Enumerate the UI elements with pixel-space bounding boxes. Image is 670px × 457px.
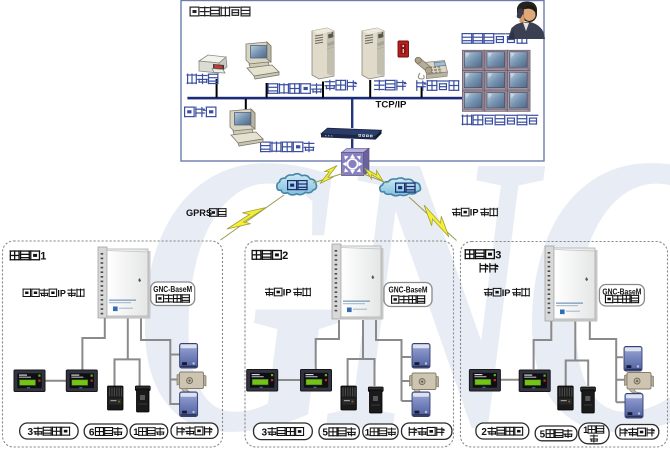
svg-text:2: 2 xyxy=(282,250,288,262)
svg-text:IP: IP xyxy=(502,288,511,298)
svg-text:5: 5 xyxy=(540,429,546,440)
svg-text:GNC-BaseM: GNC-BaseM xyxy=(389,285,428,295)
svg-text:1: 1 xyxy=(40,251,46,263)
svg-text:5: 5 xyxy=(322,428,328,439)
svg-text:2: 2 xyxy=(481,427,487,438)
svg-text:1: 1 xyxy=(365,427,371,438)
svg-text:IP: IP xyxy=(57,288,66,298)
svg-text:6: 6 xyxy=(89,427,95,438)
svg-text:TCP/IP: TCP/IP xyxy=(376,99,408,110)
svg-text:3: 3 xyxy=(262,427,268,438)
svg-text:GNC-BaseM: GNC-BaseM xyxy=(602,287,641,297)
svg-text:IP: IP xyxy=(470,208,479,218)
svg-text:GPRS: GPRS xyxy=(186,208,212,218)
svg-text:GNC-BaseM: GNC-BaseM xyxy=(153,284,192,294)
svg-text:1: 1 xyxy=(133,427,139,438)
svg-text:IP: IP xyxy=(283,288,292,298)
svg-text:3: 3 xyxy=(28,427,34,438)
svg-text:1: 1 xyxy=(583,425,588,435)
svg-text:3: 3 xyxy=(495,249,501,261)
